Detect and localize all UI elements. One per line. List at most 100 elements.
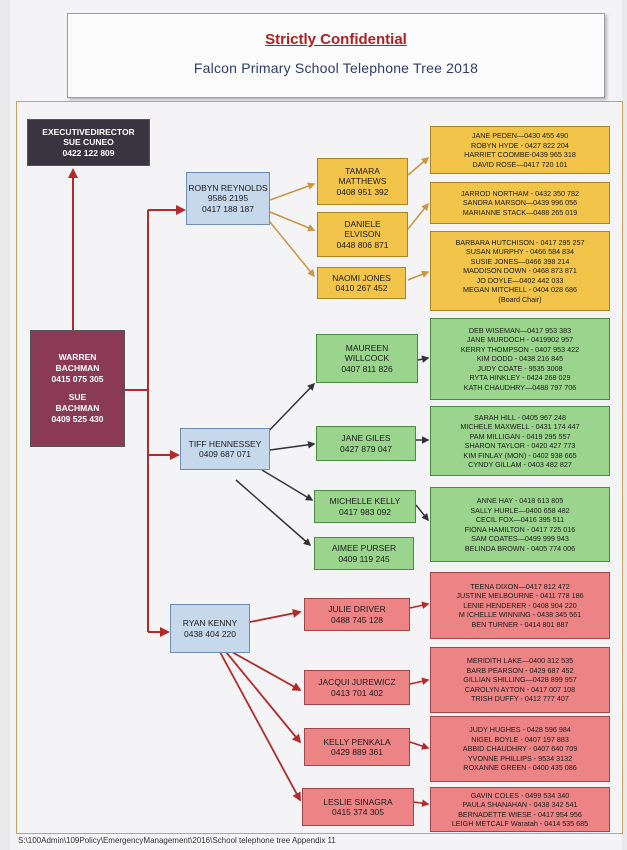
executive-name: SUE CUNEO	[63, 137, 114, 148]
level2-jane-giles-box: JANE GILES 0427 879 047	[316, 426, 416, 461]
arrow-to-julie	[249, 608, 302, 623]
contact-entry: KERRY THOMPSON - 0407 953 422	[460, 344, 580, 354]
contact-entry: ANNE HAY - 0418 613 805	[476, 496, 564, 505]
arrow-to-list-6	[415, 504, 429, 522]
contact-list-3: BARBARA HUTCHISON - 0417 295 257 SUSAN M…	[430, 231, 610, 311]
contact-entry: FIONA HAMILTON - 0417 725 016	[464, 524, 576, 534]
contact-entry: GILLIAN SHILLING—0428 899 957	[463, 675, 577, 685]
contact-entry: CAROLYN AYTON - 0417 007 108	[464, 684, 576, 694]
level2-maureen-phone: 0407 811 826	[341, 363, 393, 374]
level1-tiff-box: TIFF HENNESSEY 0409 687 071	[180, 428, 270, 470]
level2-aimee-phone: 0409 119 245	[338, 553, 390, 564]
contact-entry: NIGEL BOYLE - 0407 197 883	[471, 734, 569, 744]
level2-jacqui-phone: 0413 701 402	[331, 687, 383, 698]
contact-entry: JUDY COATE - 9535 3008	[477, 363, 563, 373]
executive-phone: 0422 122 809	[62, 147, 115, 158]
level2-michelle-phone: 0417 983 092	[339, 506, 391, 517]
contact-entry: SUSAN MURPHY - 0466 584 834	[465, 247, 575, 257]
contact-entry: JO DOYLE—0402 442 033	[476, 275, 564, 285]
level2-jane-giles-phone: 0427 879 047	[340, 443, 392, 454]
contact-entry: YVONNE PHILLIPS - 9534 3132	[467, 753, 573, 763]
arrow-to-list-4	[417, 355, 430, 363]
level1-tiff-name: TIFF HENNESSEY	[188, 438, 262, 449]
level2-jane-giles-name: JANE GILES	[341, 433, 391, 444]
contact-entry: ROBYN HYDE - 0427 822 204	[471, 140, 569, 150]
level2-maureen-last: WILLCOCK	[344, 353, 390, 364]
contact-entry: JUSTINE MELBOURNE - 0411 778 186	[456, 591, 584, 601]
level2-kelly-phone: 0429 889 361	[331, 747, 383, 757]
arrow-to-jane-giles	[269, 441, 316, 451]
level1-robyn-phone-2: 0417 188 187	[202, 203, 254, 214]
contact-entry: JUDY HUGHES - 0428 596 984	[469, 725, 571, 735]
contact-entry: SHARON TAYLOR - 0420 427 773	[464, 441, 576, 450]
level2-julie-box: JULIE DRIVER 0488 745 128	[304, 598, 410, 631]
contact-list-10: GAVIN COLES - 0499 534 340 PAULA SHANAHA…	[430, 787, 610, 832]
arrow-to-daniele	[269, 211, 316, 232]
contact-entry: JARROD NORTHAM - 0432 350 782	[460, 188, 580, 198]
root-phone-2: 0409 525 430	[51, 413, 104, 424]
root-name-2: SUE	[68, 391, 87, 402]
contact-list-6: ANNE HAY - 0418 613 805 SALLY HURLE—0400…	[430, 487, 610, 562]
level2-tamara-phone: 0408 951 392	[336, 186, 389, 197]
level2-aimee-name: AIMEE PURSER	[331, 543, 397, 554]
contact-entry: BELINDA BROWN - 0405 774 006	[464, 543, 576, 553]
contact-entry: BERNADETTE WIESE - 0417 954 956	[458, 809, 582, 819]
contact-entry: DEB WISEMAN—0417 953 383	[468, 325, 572, 335]
level2-leslie-name: LESLIE SINAGRA	[323, 796, 393, 807]
contact-entry: SALLY HURLE—0400 658 482	[470, 505, 570, 515]
contact-list-5: SARAH HILL - 0405 967 248 MICHELE MAXWEL…	[430, 406, 610, 476]
arrow-to-list-1	[407, 157, 430, 176]
level1-ryan-name: RYAN KENNY	[182, 618, 238, 629]
arrow-to-kelly	[225, 651, 302, 744]
contact-list-2: JARROD NORTHAM - 0432 350 782 SANDRA MAR…	[430, 182, 610, 224]
root-contact-box: WARREN BACHMAN 0415 075 305 SUE BACHMAN …	[30, 330, 125, 447]
contact-entry: JANE MURDOCH - 0419902 957	[466, 335, 574, 345]
document-header: Strictly Confidential Falcon Primary Sch…	[67, 13, 605, 98]
level2-daniele-first: DANIELE	[344, 219, 381, 230]
root-phone-1: 0415 075 305	[51, 374, 104, 385]
level1-ryan-box: RYAN KENNY 0438 404 220	[170, 604, 250, 653]
level2-naomi-phone: 0410 267 452	[335, 283, 388, 293]
contact-entry: PAM MILLIGAN - 0419 295 557	[469, 431, 571, 441]
contact-entry: CYNDY GILLAM - 0403 482 827	[468, 460, 572, 469]
contact-entry: MICHELE MAXWELL - 0431 174 447	[460, 422, 580, 431]
level2-maureen-first: MAUREEN	[345, 343, 389, 354]
arrow-to-list-8	[409, 677, 430, 685]
level2-michelle-box: MICHELLE KELLY 0417 983 092	[314, 490, 416, 523]
level2-julie-name: JULIE DRIVER	[328, 604, 386, 615]
level2-jacqui-box: JACQUI JUREWICZ 0413 701 402	[304, 670, 410, 705]
arrow-to-leslie	[219, 651, 301, 802]
contact-entry: SANDRA MARSON—0439 996 056	[462, 198, 578, 208]
contact-entry: SARAH HILL - 0405 967 248	[473, 412, 567, 422]
level2-daniele-box: DANIELE ELVISON 0448 806 871	[317, 212, 408, 257]
contact-list-9: JUDY HUGHES - 0428 596 984 NIGEL BOYLE -…	[430, 716, 610, 782]
level2-julie-phone: 0488 745 128	[331, 614, 383, 625]
level1-ryan-phone: 0438 404 220	[184, 628, 236, 639]
contact-entry: KIM DODD - 0438 216 845	[476, 354, 564, 364]
contact-entry: DAVID ROSE—0417 720 101	[472, 159, 568, 169]
contact-entry: M ICHELLE WINNING - 0438 345 561	[458, 610, 582, 620]
level2-tamara-last: MATTHEWS	[338, 176, 387, 187]
contact-entry: MERIDITH LAKE—0400 312 535	[466, 656, 574, 666]
executive-director-box: EXECUTIVEDIRECTOR SUE CUNEO 0422 122 809	[27, 119, 150, 166]
level1-robyn-box: ROBYN REYNOLDS 9586 2195 0417 188 187	[186, 172, 270, 225]
level2-leslie-box: LESLIE SINAGRA 0415 374 305	[302, 788, 414, 826]
contact-entry: (Board Chair)	[498, 294, 542, 304]
contact-entry: HARRIET COOMBE-0439 965 318	[464, 150, 576, 159]
contact-entry: KIM FINLAY (MON) - 0402 938 665	[463, 450, 577, 460]
contact-entry: MADDISON DOWN - 0468 873 871	[463, 266, 577, 276]
contact-entry: CECIL FOX—0416 395 511	[475, 515, 565, 524]
contact-entry: PAULA SHANAHAN - 0438 342 541	[462, 800, 578, 809]
arrow-to-aimee	[235, 479, 312, 546]
arrow-to-list-10	[413, 799, 430, 807]
level2-aimee-box: AIMEE PURSER 0409 119 245	[314, 537, 414, 570]
root-name-1: WARREN	[58, 352, 97, 363]
contact-list-8: MERIDITH LAKE—0400 312 535 BARB PEARSON …	[430, 647, 610, 713]
level1-robyn-name: ROBYN REYNOLDS	[188, 183, 268, 194]
contact-entry: RYTA HINKLEY - 0424 268 029	[469, 373, 571, 383]
level2-daniele-phone: 0448 806 871	[336, 239, 389, 250]
diagram-frame	[16, 101, 623, 834]
contact-list-7: TEENA DIXON—0417 812 472 JUSTINE MELBOUR…	[430, 572, 610, 639]
contact-entry: ABBID CHAUDHRY - 0407 640 709	[462, 744, 578, 754]
